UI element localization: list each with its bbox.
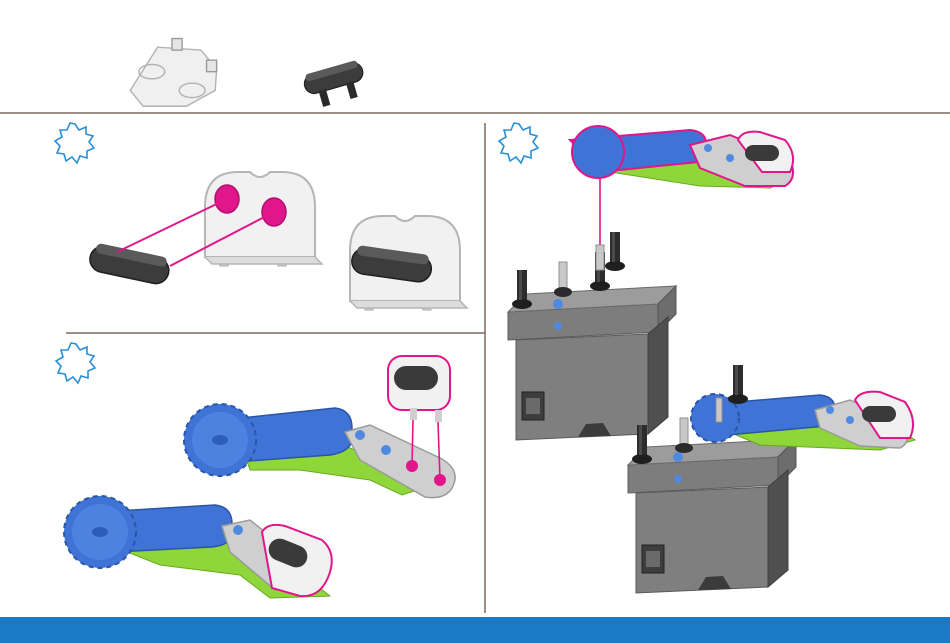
black-double-peg — [88, 242, 172, 286]
black-double-peg-icon — [302, 59, 370, 110]
step-3-panel — [499, 123, 915, 593]
floating-gear-arm — [570, 126, 793, 188]
completed-gear-arm — [64, 496, 332, 598]
step-2-panel — [56, 343, 455, 598]
starburst-step-icon — [55, 123, 94, 163]
footer-bar — [0, 617, 950, 643]
white-connector-block — [205, 172, 322, 266]
parts-header — [130, 39, 369, 111]
white-connector-block-icon — [130, 39, 216, 107]
starburst-step-icon — [56, 343, 95, 383]
starburst-step-icon — [499, 123, 538, 163]
assembled-connector-block — [350, 216, 467, 310]
servo-motor-assembled — [628, 365, 915, 593]
step-1-panel — [55, 123, 467, 310]
floating-connector-block — [388, 356, 450, 422]
servo-motor-top — [508, 232, 676, 440]
